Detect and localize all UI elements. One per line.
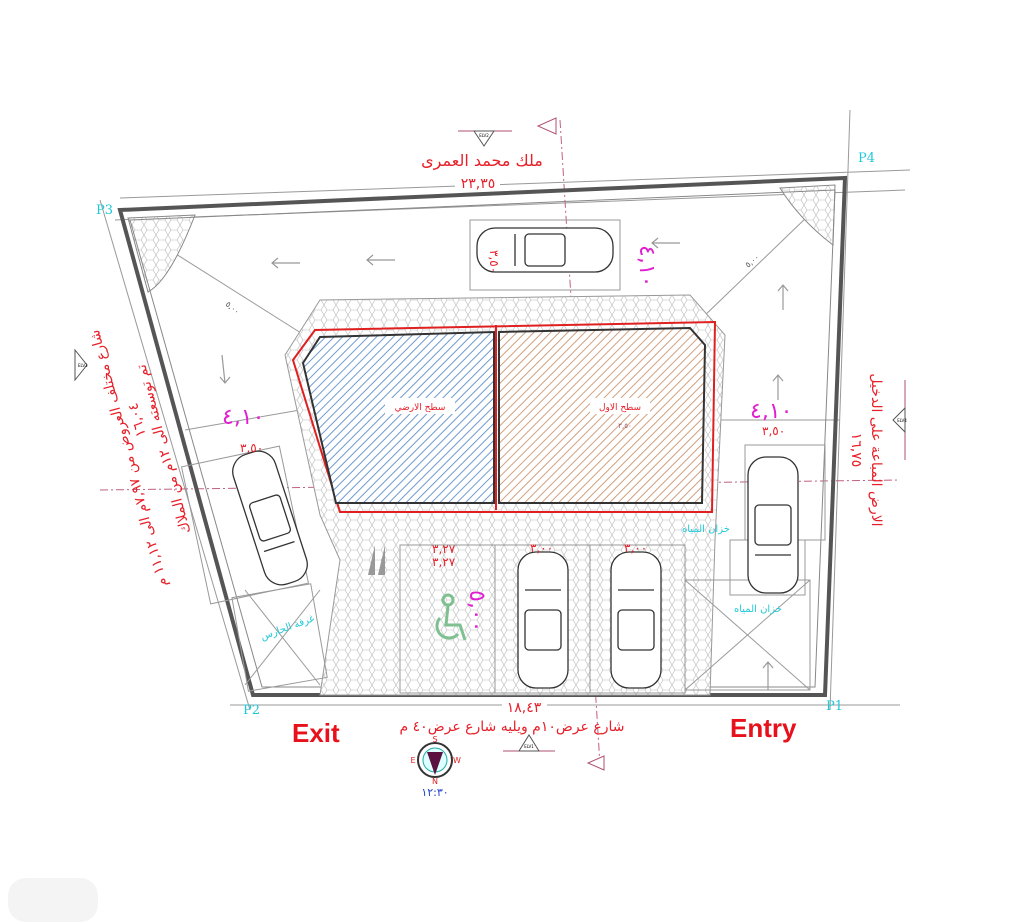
ground-roof-label: سطح الارضي (395, 403, 446, 413)
water-tank-label-a: خزان المياه (682, 524, 730, 535)
building-footprint (291, 320, 717, 513)
left-depth: ٤,١٠ (222, 405, 264, 430)
site-plan-drawing: سطح الارضي سطح الاول ٢,٥٠ (74, 109, 911, 799)
disabled-width-a: ٣,٢٧ (432, 542, 456, 556)
bay-dim-a: ٣,٠٠ (530, 541, 553, 555)
north-length: ٢٣,٣٥ (461, 176, 496, 192)
bay-dim-b: ٣,٠٠ (624, 541, 647, 555)
disabled-parking-icon (435, 593, 467, 641)
water-tank-label-b: خزان المياه (734, 604, 782, 615)
car-bay-1 (517, 551, 569, 689)
section-mark-left: ELV3 (74, 348, 88, 382)
setback-dim-b: ٥,٠٠ (744, 253, 762, 270)
car-bay-2 (610, 551, 662, 689)
svg-text:١٢:٣٠: ١٢:٣٠ (421, 786, 448, 799)
ground-floor-roof (301, 330, 495, 504)
ramp-marks (368, 545, 385, 575)
left-width: ٣,٥٠ (240, 441, 263, 455)
paving-corner-ne (779, 184, 836, 246)
north-arrow-compass-icon: S N E W ١٢:٣٠ (410, 735, 461, 799)
car-top (476, 227, 614, 273)
section-mark-top: ELV2 (458, 130, 512, 147)
car-right (747, 456, 799, 594)
axis-marker-bottom (586, 755, 605, 771)
north-neighbor: ملك محمد العمرى (421, 151, 543, 171)
guard-room-label: غرفة الحارس (259, 613, 316, 643)
car-left (232, 450, 308, 586)
section-mark-right: ELV4 (892, 380, 907, 460)
first-level-mark: ٢,٥٠ (618, 422, 632, 430)
svg-text:ELV4: ELV4 (897, 418, 907, 423)
top-width: ٣,٥٠ (487, 250, 501, 273)
entry-label: Entry (730, 713, 797, 743)
east-length: ١٦,٧٥ (848, 433, 864, 468)
east-note: الارض المباعة على الدخيل (868, 373, 884, 526)
svg-text:E: E (410, 756, 415, 765)
point-p4: P4 (858, 151, 875, 166)
right-width: ٣,٥٠ (762, 424, 785, 438)
traffic-arrows (219, 237, 789, 690)
svg-text:S: S (432, 735, 437, 744)
svg-text:ELV1: ELV1 (524, 744, 534, 749)
south-length: ١٨,٤٣ (507, 700, 542, 716)
svg-text:ELV2: ELV2 (479, 133, 489, 138)
first-roof-label: سطح الاول (599, 403, 641, 413)
right-depth: ٤,١٠ (750, 399, 792, 424)
south-street: شارع عرض١٠م ويليه شارع عرض٤٠ م (400, 719, 625, 735)
svg-text:W: W (453, 756, 461, 765)
axis-marker-top (536, 117, 557, 135)
disabled-width-b: ٣,٢٧ (432, 555, 456, 569)
disabled-depth: ٥,٠٠ (464, 590, 489, 632)
parking-bays (180, 219, 826, 694)
setback-dim-a: ٥,٠٠ (224, 300, 242, 317)
svg-text:N: N (432, 777, 438, 786)
plot-boundary (117, 175, 848, 697)
exit-label: Exit (292, 718, 340, 748)
first-floor-roof (498, 326, 707, 504)
corner-overlay (8, 878, 98, 922)
point-p3: P3 (96, 203, 113, 218)
point-p1: P1 (826, 699, 843, 714)
section-mark-bottom: ELV1 (503, 734, 555, 752)
top-depth: ٤,١٠ (634, 245, 659, 287)
point-p2: P2 (243, 703, 260, 718)
svg-text:ELV3: ELV3 (78, 363, 88, 368)
